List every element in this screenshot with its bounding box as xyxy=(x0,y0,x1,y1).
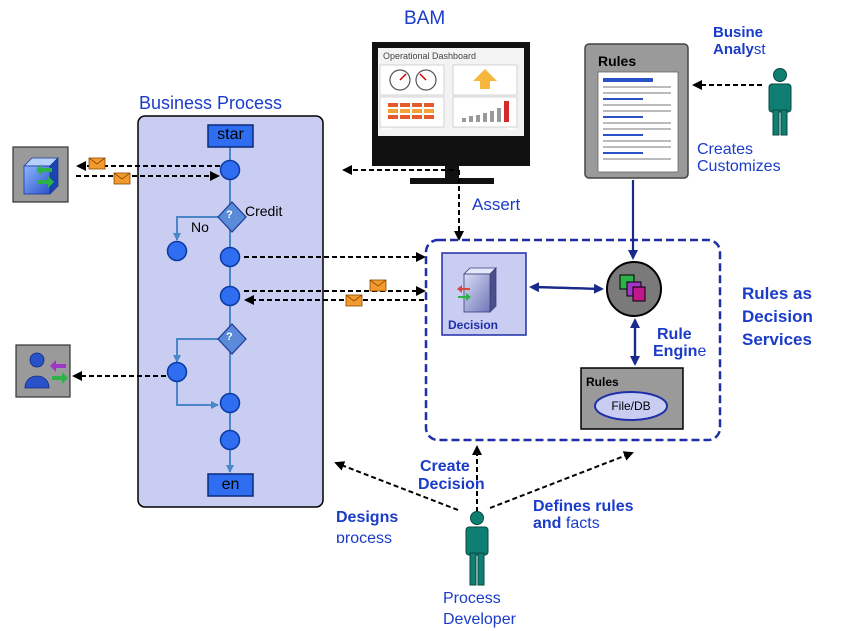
envelope-icon xyxy=(113,172,131,185)
decision-gateway[interactable] xyxy=(217,323,247,355)
bar-table-icon xyxy=(388,103,434,119)
defines-line2-rest: facts xyxy=(561,515,600,532)
dashboard-title: Operational Dashboard xyxy=(383,51,477,61)
up-arrow-icon xyxy=(473,69,497,89)
defines-line1: Defines rules xyxy=(533,498,634,515)
rule-engine-line2: Engine xyxy=(653,344,706,360)
rule-engine-line1: Rule xyxy=(657,326,692,343)
decision-services-container xyxy=(424,238,722,442)
decision-component[interactable] xyxy=(441,252,527,336)
person-icon xyxy=(768,68,792,136)
message-connectors xyxy=(72,80,762,512)
rule-engine-line2-rest: e xyxy=(697,343,707,360)
start-label: star xyxy=(217,126,244,143)
monitor-status-right: ••• xyxy=(506,124,516,134)
process-node[interactable] xyxy=(219,392,241,414)
bam-title: BAM xyxy=(404,8,446,29)
start-event[interactable] xyxy=(207,124,254,148)
cube-exchange-icon xyxy=(12,146,69,203)
monitor-status-left: ••• xyxy=(382,124,392,134)
envelope-icon xyxy=(88,157,106,170)
analyst-action-customizes: Customizes xyxy=(697,158,781,175)
business-analyst-line2: Analyst xyxy=(713,42,766,58)
rules-store-title: Rules xyxy=(586,375,619,389)
bam-monitor xyxy=(372,42,530,184)
file-db-store xyxy=(594,391,668,421)
business-analyst-line2-bold: Analy xyxy=(713,41,754,58)
designs-line1: Designs xyxy=(336,509,399,526)
process-node[interactable] xyxy=(219,429,241,451)
engine-connectors xyxy=(529,180,640,366)
credit-label: Credit xyxy=(245,203,283,219)
process-node[interactable] xyxy=(219,159,241,181)
gauge-icon xyxy=(389,69,437,91)
developer-name-line2: Developer xyxy=(443,611,516,628)
defines-line2-bold: and xyxy=(533,515,562,532)
process-node[interactable] xyxy=(166,240,188,262)
end-label: en xyxy=(221,476,240,493)
envelope-icon xyxy=(345,294,363,307)
decision-component-label: Decision xyxy=(448,318,499,332)
process-flow-lines xyxy=(173,146,234,473)
decision-cube-icon xyxy=(457,267,497,313)
designs-line2: process xyxy=(336,530,393,543)
rule-engine-line2-bold: Engin xyxy=(653,343,698,360)
end-event[interactable] xyxy=(207,473,254,497)
envelope-icon xyxy=(369,279,387,292)
business-analyst-line2-rest: st xyxy=(753,41,766,58)
credit-gateway-mark: ? xyxy=(226,209,233,221)
developer-name-line1: Process xyxy=(443,590,501,607)
business-analyst-line1: Busine xyxy=(713,24,764,41)
side-label-line2: Decision xyxy=(742,307,813,326)
side-label-line3: Services xyxy=(742,330,812,349)
defines-line2: and facts xyxy=(533,515,600,533)
create-decision-line2: Decision xyxy=(418,476,485,493)
rule-engine-cubes-icon xyxy=(619,274,646,302)
rules-panel-title: Rules xyxy=(598,53,637,69)
gateway-mark: ? xyxy=(226,331,233,343)
file-db-label: File/DB xyxy=(611,399,651,413)
analyst-action-creates: Creates xyxy=(697,141,754,158)
user-exchange-icon xyxy=(15,344,71,398)
process-node[interactable] xyxy=(219,285,241,307)
bar-chart-icon xyxy=(462,101,509,122)
create-decision-line1: Create xyxy=(420,458,470,475)
side-label-line1: Rules as xyxy=(742,284,812,303)
rules-document-panel xyxy=(584,43,689,179)
credit-decision-gateway[interactable] xyxy=(217,201,247,233)
assert-label: Assert xyxy=(472,195,521,214)
business-process-title: Business Process xyxy=(139,93,283,113)
process-node[interactable] xyxy=(219,246,241,268)
process-node[interactable] xyxy=(166,361,188,383)
person-icon xyxy=(465,511,489,586)
no-label: No xyxy=(191,219,209,235)
